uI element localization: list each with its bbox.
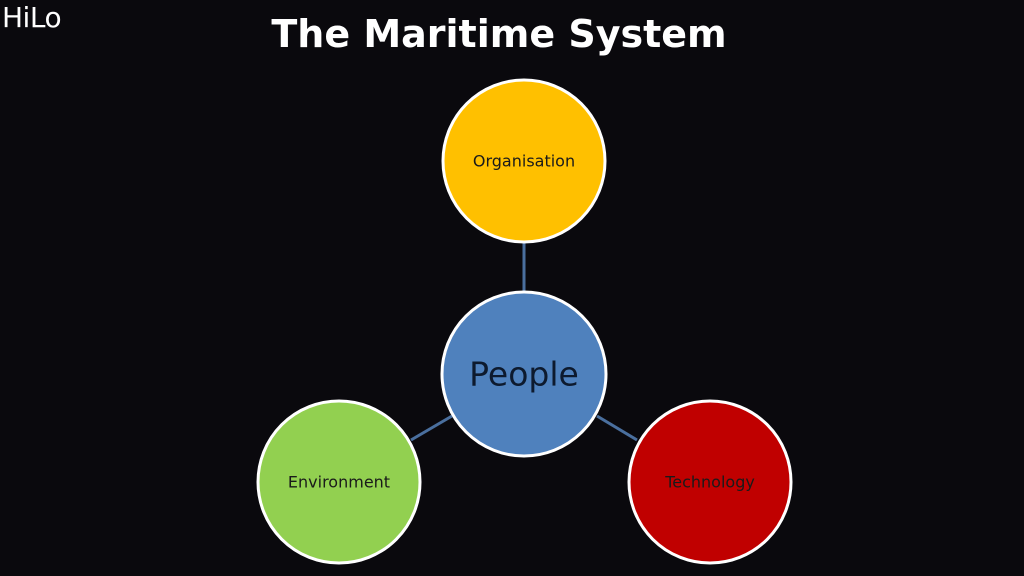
node-people: People [440, 290, 608, 458]
node-technology-circle [627, 399, 793, 565]
node-organisation: Organisation [441, 78, 607, 244]
hilo-logo: HiLo [2, 1, 62, 34]
node-environment-circle [256, 399, 422, 565]
connector-environment [410, 414, 453, 442]
node-environment-label: Environment [288, 473, 390, 492]
node-environment: Environment [256, 399, 422, 565]
node-organisation-label: Organisation [473, 152, 575, 171]
node-organisation-circle [441, 78, 607, 244]
connector-technology [596, 414, 638, 442]
node-technology-label: Technology [664, 473, 755, 492]
slide-title: The Maritime System [271, 12, 727, 56]
node-people-label: People [469, 355, 579, 394]
node-technology: Technology [627, 399, 793, 565]
node-people-circle [440, 290, 608, 458]
